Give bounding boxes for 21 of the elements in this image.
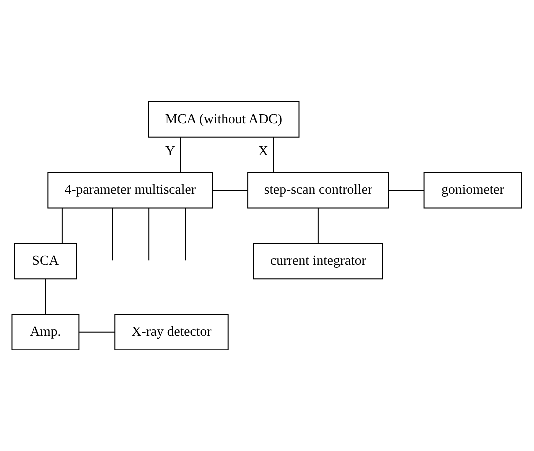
connector — [78, 331, 116, 332]
connector — [62, 207, 63, 244]
connector — [318, 207, 319, 244]
edge-label: X — [258, 143, 268, 158]
node-box: current integrator — [253, 242, 384, 280]
node-box: 4-parameter multiscaler — [48, 172, 214, 208]
connector — [273, 136, 274, 172]
connector — [45, 278, 46, 314]
node-box: step-scan controller — [248, 172, 390, 208]
node-box: Amp. — [12, 314, 80, 350]
connector — [388, 190, 425, 191]
node-box: goniometer — [424, 172, 522, 208]
node-box: X-ray detector — [114, 314, 229, 350]
connector — [148, 207, 150, 261]
edge-label: Y — [165, 143, 176, 158]
node-box: MCA (without ADC) — [148, 100, 300, 138]
connector — [180, 136, 182, 172]
node-box: SCA — [14, 242, 78, 280]
connector — [185, 207, 186, 261]
connector — [112, 207, 114, 261]
connector — [212, 190, 248, 191]
